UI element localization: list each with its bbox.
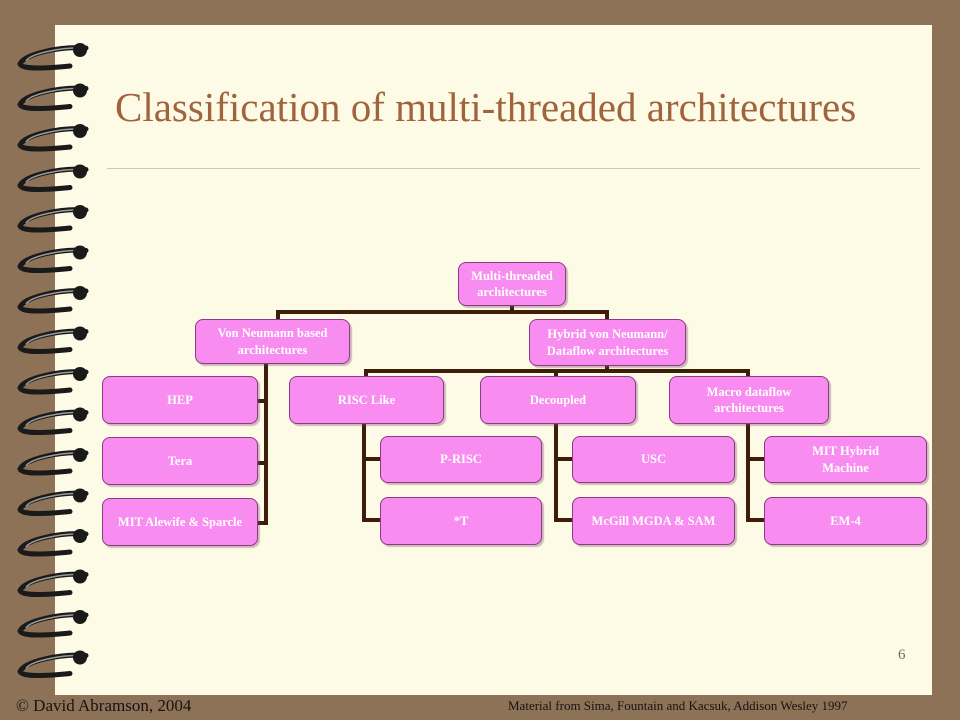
node-mcgill-label: McGill MGDA & SAM xyxy=(591,513,716,528)
footer-source: Material from Sima, Fountain and Kacsuk,… xyxy=(508,698,848,713)
binding-hole xyxy=(73,610,87,624)
binding-hole xyxy=(73,448,87,462)
connector-macro xyxy=(746,422,766,522)
binding-hole xyxy=(73,83,87,98)
node-root: Multi-threaded architectures xyxy=(458,262,566,306)
binding-hole xyxy=(73,164,87,179)
binding-hole xyxy=(73,650,87,665)
node-mit-alewife: MIT Alewife & Sparcle xyxy=(102,498,258,546)
binding-hole xyxy=(73,529,87,543)
binding-hole xyxy=(73,488,87,503)
node-p-risc: P-RISC xyxy=(380,436,542,483)
node-usc-label: USC xyxy=(640,452,666,467)
binding-hole xyxy=(73,245,87,260)
connector-von-neumann xyxy=(254,362,268,525)
spiral-binding-icon xyxy=(17,43,89,678)
node-von-neumann: Von Neumann based architectures xyxy=(195,319,350,364)
node-decoupled: Decoupled xyxy=(480,376,636,424)
node-mit-hybrid-label: MIT Hybrid Machine xyxy=(812,444,879,475)
binding-hole xyxy=(73,286,87,300)
node-tera-label: Tera xyxy=(167,453,193,468)
node-hep: HEP xyxy=(102,376,258,424)
footer-copyright: © David Abramson, 2004 xyxy=(16,696,192,715)
slide-title: Classification of multi-threaded archite… xyxy=(115,84,857,130)
binding-hole xyxy=(73,205,87,219)
node-hybrid-label: Hybrid von Neumann/ Dataflow architectur… xyxy=(546,327,669,358)
node-em4: EM-4 xyxy=(764,497,927,545)
node-decoupled-label: Decoupled xyxy=(529,392,587,407)
node-risc-like-label: RISC Like xyxy=(337,392,396,407)
binding-hole xyxy=(73,367,87,381)
node-macro-dataflow: Macro dataflow architectures xyxy=(669,376,829,424)
node-mcgill: McGill MGDA & SAM xyxy=(572,497,735,545)
node-em4-label: EM-4 xyxy=(830,513,861,528)
node-von-neumann-label: Von Neumann based architectures xyxy=(217,326,328,357)
node-tera: Tera xyxy=(102,437,258,485)
binding-hole xyxy=(73,407,87,422)
node-star-t: *T xyxy=(380,497,542,545)
node-risc-like: RISC Like xyxy=(289,376,444,424)
node-hep-label: HEP xyxy=(167,392,193,407)
node-mit-hybrid: MIT Hybrid Machine xyxy=(764,436,927,483)
page-number: 6 xyxy=(898,647,906,663)
node-usc: USC xyxy=(572,436,735,483)
binding-hole xyxy=(73,43,87,57)
node-mit-alewife-label: MIT Alewife & Sparcle xyxy=(117,514,243,529)
node-p-risc-label: P-RISC xyxy=(440,452,482,467)
node-root-label: Multi-threaded architectures xyxy=(471,268,553,299)
connector-decoupled xyxy=(554,420,574,522)
title-divider xyxy=(107,168,920,169)
node-hybrid: Hybrid von Neumann/ Dataflow architectur… xyxy=(529,319,686,366)
binding-hole xyxy=(73,124,87,138)
node-macro-dataflow-label: Macro dataflow architectures xyxy=(706,384,792,415)
connector-hybrid xyxy=(364,364,750,378)
connector-root xyxy=(276,304,609,322)
node-star-t-label: *T xyxy=(453,513,469,528)
connector-risc xyxy=(362,420,382,522)
binding-hole xyxy=(73,326,87,341)
binding-hole xyxy=(73,569,87,584)
